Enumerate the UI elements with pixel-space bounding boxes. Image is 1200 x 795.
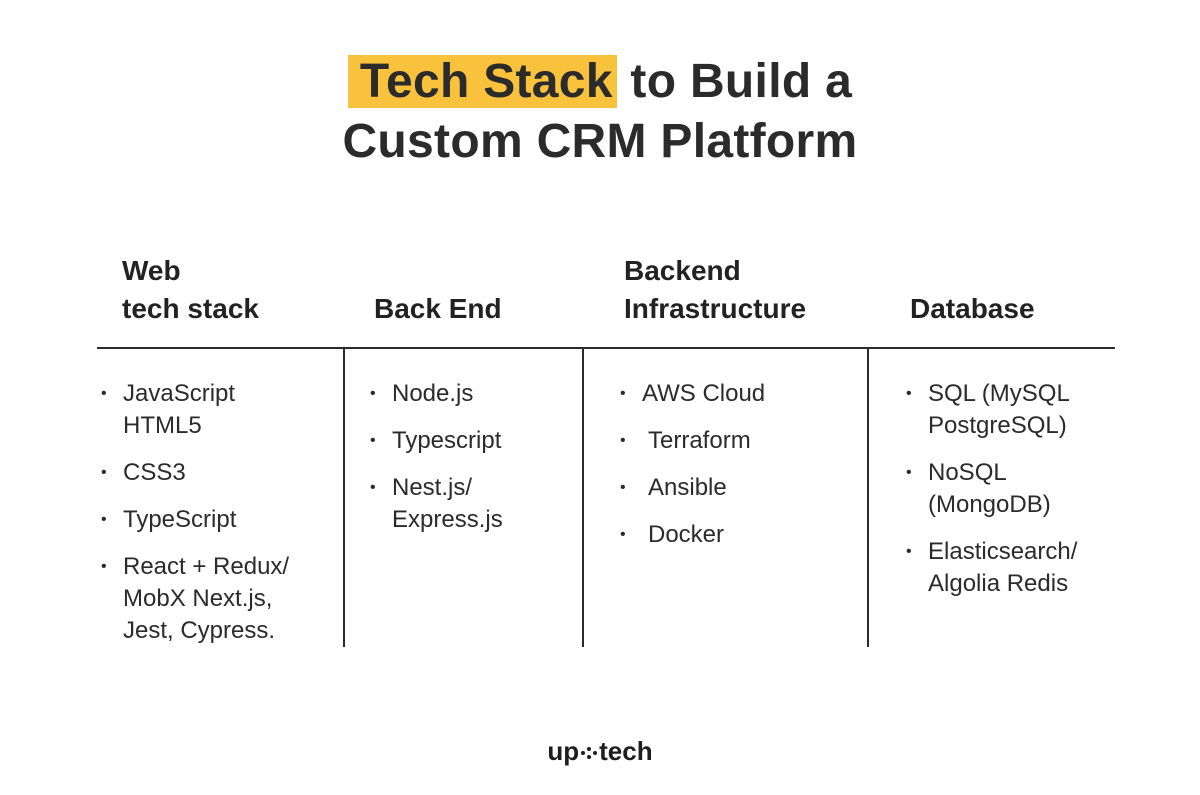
column-header-line-2: Database	[910, 293, 1035, 324]
page-title: Tech Stack to Build a Custom CRM Platfor…	[0, 52, 1200, 172]
list-item-text: Ansible	[648, 474, 727, 501]
bullet-icon: •	[101, 511, 107, 528]
list-item-text: TypeScript	[123, 506, 237, 533]
title-highlight: Tech Stack	[347, 55, 617, 108]
list-item-text: CSS3	[123, 459, 186, 486]
list-item: • AWS Cloud	[617, 378, 862, 410]
list-item-text: NoSQL (MongoDB)	[928, 459, 1051, 518]
title-rest: to Build a	[616, 55, 853, 108]
bullet-icon: •	[620, 432, 626, 449]
list-item: • React + Redux/ MobX Next.js, Jest, Cypr…	[98, 551, 338, 647]
list-item-text: SQL (MySQL PostgreSQL)	[928, 380, 1070, 439]
bullet-icon: •	[370, 432, 376, 449]
header-divider	[97, 347, 1115, 349]
bullet-icon: •	[906, 543, 912, 560]
list-item: • Ansible	[617, 472, 862, 504]
list-item: • Typescript	[367, 425, 577, 457]
bullet-icon: •	[101, 558, 107, 575]
column-back-end-items: • Node.js • Typescript • Nest.js/ Express.j…	[367, 378, 577, 551]
bullet-icon: •	[620, 479, 626, 496]
list-item-text: Typescript	[392, 427, 502, 454]
column-header-line-2: Back End	[374, 293, 502, 324]
list-item-text: Docker	[648, 521, 725, 548]
list-item: • JavaScript HTML5	[98, 378, 338, 442]
logo-text-right: tech	[599, 736, 653, 766]
bullet-icon: •	[101, 385, 107, 402]
column-header-line-2: Infrastructure	[624, 293, 807, 324]
list-item-text: Node.js	[392, 380, 474, 407]
bullet-icon: •	[620, 385, 626, 402]
title-line-1: Tech Stack to Build a	[0, 52, 1200, 112]
list-item: • Elasticsearch/ Algolia Redis	[903, 536, 1143, 600]
column-header-web: Web tech stack	[122, 252, 259, 328]
list-item-text: Elasticsearch/ Algolia Redis	[928, 538, 1078, 597]
column-header-back-end: Back End	[374, 290, 502, 328]
list-item: • NoSQL (MongoDB)	[903, 457, 1143, 521]
column-divider	[582, 349, 584, 647]
column-header-line-1: Backend	[624, 255, 741, 286]
list-item: • TypeScript	[98, 504, 338, 536]
list-item-text: Nest.js/ Express.js	[392, 474, 503, 533]
bullet-icon: •	[906, 385, 912, 402]
list-item: • Node.js	[367, 378, 577, 410]
list-item: • Docker	[617, 519, 862, 551]
column-header-backend-infrastructure: Backend Infrastructure	[624, 252, 806, 328]
logo-text-left: up	[547, 736, 580, 766]
list-item-text: React + Redux/ MobX Next.js, Jest, Cypre…	[123, 553, 290, 644]
column-divider	[867, 349, 869, 647]
bullet-icon: •	[101, 464, 107, 481]
list-item: • Terraform	[617, 425, 862, 457]
column-web-items: • JavaScript HTML5 • CSS3 • TypeScript • Rea…	[98, 378, 338, 662]
column-database-items: • SQL (MySQL PostgreSQL) • NoSQL (MongoDB)…	[903, 378, 1143, 615]
title-line-2: Custom CRM Platform	[342, 115, 858, 168]
bullet-icon: •	[620, 526, 626, 543]
column-infrastructure-items: • AWS Cloud • Terraform • Ansible • Docker	[617, 378, 862, 566]
list-item: • SQL (MySQL PostgreSQL)	[903, 378, 1143, 442]
column-header-database: Database	[910, 290, 1035, 328]
list-item-text: Terraform	[648, 427, 751, 454]
list-item: • Nest.js/ Express.js	[367, 472, 577, 536]
logo-dots-icon	[580, 738, 598, 769]
column-divider	[343, 349, 345, 647]
bullet-icon: •	[906, 464, 912, 481]
column-header-line-1: Web	[122, 255, 181, 286]
list-item: • CSS3	[98, 457, 338, 489]
column-header-line-2: tech stack	[122, 293, 259, 324]
bullet-icon: •	[370, 385, 376, 402]
list-item-text: AWS Cloud	[642, 380, 766, 407]
bullet-icon: •	[370, 479, 376, 496]
list-item-text: JavaScript HTML5	[123, 380, 236, 439]
